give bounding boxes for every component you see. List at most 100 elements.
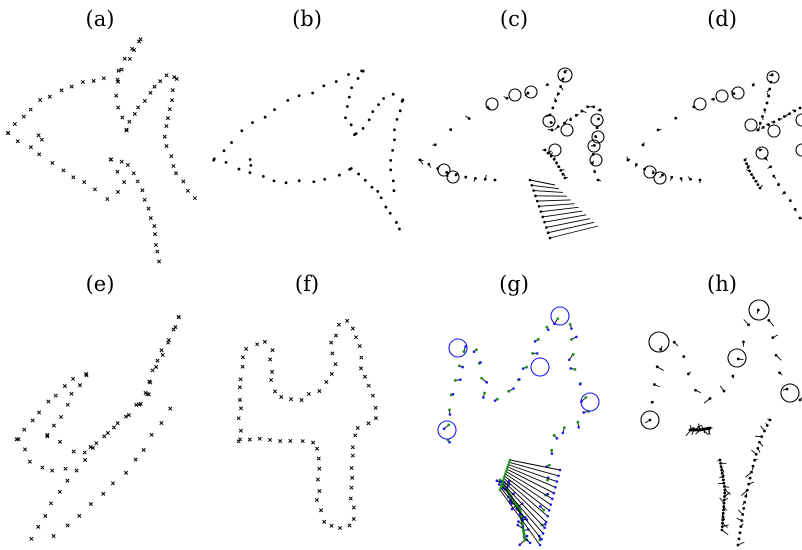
point-marker: [36, 524, 41, 529]
correspondence-line: [505, 473, 552, 505]
point-marker: [267, 437, 273, 443]
source-point: [467, 117, 471, 120]
outlier-circle: [748, 299, 770, 321]
source-point: [592, 144, 596, 147]
point-marker: [363, 178, 367, 182]
point-marker: [316, 456, 321, 461]
panel-f-point-cloud: [236, 318, 378, 531]
point-marker: [236, 416, 241, 421]
source-point: [788, 112, 791, 116]
point-marker: [77, 383, 83, 388]
source-point: [720, 525, 724, 529]
target-point: [538, 543, 542, 547]
source-point: [674, 116, 678, 120]
source-point: [539, 210, 543, 213]
source-point: [659, 348, 663, 351]
source-point: [445, 171, 449, 174]
source-point: [721, 511, 725, 515]
source-point: [768, 418, 772, 422]
source-point: [746, 165, 750, 169]
point-marker: [323, 177, 327, 181]
source-point: [785, 387, 789, 391]
point-marker: [168, 406, 173, 411]
point-marker: [65, 402, 70, 407]
point-marker: [344, 116, 347, 120]
target-point: [482, 396, 485, 399]
point-marker: [248, 171, 252, 175]
source-point: [782, 115, 786, 118]
point-marker: [286, 99, 290, 102]
source-point: [736, 543, 740, 547]
source-point: [580, 109, 584, 113]
point-marker: [278, 439, 283, 444]
source-point: [720, 528, 724, 532]
point-marker: [317, 489, 322, 494]
source-point: [474, 348, 478, 352]
point-marker: [366, 421, 371, 426]
source-point: [433, 143, 437, 147]
source-point: [483, 177, 487, 181]
panel-label-b: (b): [292, 7, 322, 31]
point-marker: [74, 468, 79, 473]
outlier-circle: [795, 143, 802, 157]
target-point: [555, 437, 559, 440]
outlier-circle: [780, 383, 800, 403]
source-point: [783, 191, 786, 195]
source-point: [753, 458, 757, 462]
point-marker: [395, 221, 398, 224]
point-marker: [124, 470, 129, 475]
source-point: [626, 158, 630, 162]
outlier-circle: [744, 118, 758, 132]
source-point: [535, 199, 539, 203]
point-marker: [222, 149, 226, 153]
outlier-circle: [767, 124, 781, 138]
point-marker: [6, 130, 11, 135]
source-point: [751, 464, 755, 468]
point-marker: [30, 418, 35, 423]
source-point: [767, 318, 771, 322]
point-marker: [268, 357, 273, 362]
source-point: [593, 170, 597, 174]
point-marker: [391, 148, 395, 152]
point-marker: [15, 139, 20, 144]
target-point: [512, 387, 515, 390]
point-marker: [131, 171, 136, 176]
point-marker: [393, 138, 396, 142]
source-point: [689, 177, 692, 181]
source-point: [742, 340, 745, 344]
source-point: [722, 498, 726, 502]
source-point: [758, 148, 762, 152]
source-point: [721, 518, 725, 522]
point-marker: [114, 93, 119, 98]
point-marker: [37, 410, 42, 415]
point-marker: [149, 432, 154, 437]
outlier-circle: [437, 420, 457, 440]
source-point: [798, 216, 802, 220]
source-point: [750, 470, 753, 474]
point-marker: [27, 459, 32, 464]
panel-g-correspondences: [437, 306, 600, 547]
source-point: [777, 117, 781, 121]
target-point: [555, 480, 559, 483]
target-point: [541, 532, 545, 535]
target-point: [525, 534, 529, 538]
point-marker: [53, 393, 58, 398]
point-marker: [170, 98, 175, 103]
source-point: [739, 525, 743, 529]
source-point: [756, 308, 760, 312]
source-point: [550, 448, 554, 452]
point-marker: [164, 144, 169, 149]
source-point: [758, 186, 762, 190]
panel-label-h: (h): [707, 272, 737, 296]
target-point: [461, 365, 464, 369]
point-marker: [357, 172, 361, 176]
target-point: [464, 345, 467, 348]
source-point: [752, 176, 756, 180]
source-point: [528, 178, 532, 182]
source-point: [743, 158, 747, 162]
point-marker: [116, 105, 121, 110]
target-point: [582, 411, 585, 414]
point-marker: [84, 373, 89, 378]
panel-h-correspondences: [640, 299, 802, 547]
point-marker: [350, 445, 355, 450]
